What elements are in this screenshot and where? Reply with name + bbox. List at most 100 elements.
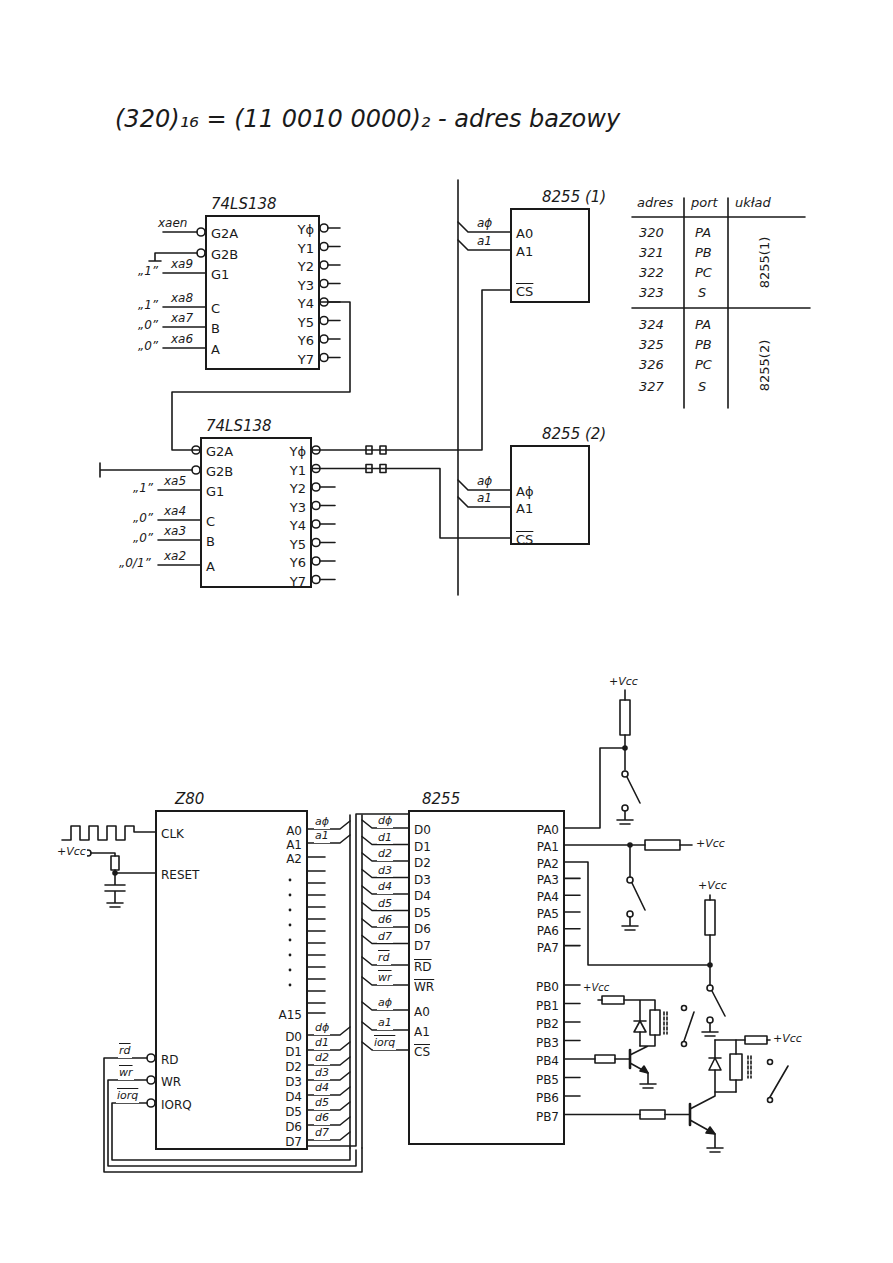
pin-name: G2A (206, 445, 233, 459)
wire-label: d1 (314, 1037, 330, 1050)
pin-name: G1 (211, 268, 229, 282)
wire-label: d4 (314, 1082, 330, 1095)
wire-label: aϕ (314, 816, 330, 829)
chip-name: 8255 (422, 790, 460, 808)
wire-label: „0/1” (118, 557, 152, 571)
wire-label: d7 (377, 931, 393, 944)
wire-label: a1 (314, 830, 330, 843)
pin-name: PB0 (536, 980, 559, 994)
wire-label: „0” (137, 319, 159, 333)
pin-name: CS (516, 533, 533, 547)
wire-label: „0” (137, 340, 159, 354)
wire-label: 323 (638, 286, 665, 301)
pin-name: PA1 (537, 840, 559, 854)
pin-name: D4 (414, 889, 431, 903)
pin-name: Y3 (290, 501, 306, 515)
pin-name: D1 (414, 840, 431, 854)
pin-name: A0 (414, 1005, 430, 1019)
pin-name: A0 (516, 227, 533, 241)
pin-name: PB5 (536, 1073, 559, 1087)
pin-name: PA0 (537, 823, 559, 837)
chip-name: Z80 (175, 790, 204, 808)
wire-label: +Vcc (772, 1033, 803, 1046)
wire-label: xa6 (170, 333, 194, 347)
wire-label: iorq (373, 1037, 396, 1050)
wire-label: xa3 (163, 525, 187, 539)
title-text: (320)₁₆ = (11 0010 0000)₂ - adres bazowy (115, 104, 620, 134)
pin-name: Y6 (298, 334, 314, 348)
wire-label: xa7 (170, 312, 194, 326)
decoder-chip: 74LS138G2AG2BG1CBAYϕY1Y2Y3Y4Y5Y6Y7 (200, 437, 312, 588)
pin-name: D5 (285, 1105, 302, 1119)
wire-connector (172, 302, 350, 450)
wire-label: PB (694, 338, 713, 353)
pin-name: A15 (279, 1008, 302, 1022)
pin-name: A (206, 560, 215, 574)
chip-name: 8255 (1) (542, 188, 606, 206)
wire-label: iorq (116, 1090, 139, 1103)
wire-label: aϕ (377, 997, 393, 1010)
pin-name: A1 (516, 245, 533, 259)
pin-name: D7 (414, 939, 431, 953)
wire-label: adres (636, 196, 674, 211)
wire-label: S (697, 380, 707, 395)
pin-name: Aϕ (516, 485, 533, 499)
wire-label: „0” (132, 532, 154, 546)
wire-label: 320 (638, 226, 665, 241)
pin-name: PB2 (536, 1017, 559, 1031)
pin-name: D7 (285, 1135, 302, 1149)
chip-name: 74LS138 (211, 195, 277, 213)
pin-name: CLK (161, 827, 184, 841)
ppi-chip: 8255 (1)A0A1CS (510, 208, 590, 303)
pin-name: D6 (285, 1120, 302, 1134)
wire-label: 325 (638, 338, 665, 353)
pin-name: C (211, 302, 220, 316)
pin-name: CS (516, 285, 533, 299)
pin-name: WR (414, 980, 434, 994)
ppi-chip: 8255D0D1D2D3D4D5D6D7RDWRA0A1CSPA0PA1PA2P… (408, 810, 565, 1145)
pin-name: A2 (286, 852, 302, 866)
wire-label: +Vcc (582, 982, 610, 994)
wire-label: +Vcc (695, 838, 726, 851)
pin-name: A1 (414, 1025, 430, 1039)
pin-name: RESET (161, 868, 199, 882)
wire-label: +Vcc (56, 846, 87, 859)
pin-name: CS (414, 1045, 430, 1059)
wire-label: dϕ (314, 1022, 330, 1035)
pin-name: G1 (206, 485, 224, 499)
wire-label: wr (118, 1067, 134, 1080)
pin-name: A (211, 343, 220, 357)
pin-name: C (206, 515, 215, 529)
wire-label: d6 (377, 914, 393, 927)
pin-name: D1 (285, 1045, 302, 1059)
wire-label: 327 (638, 380, 665, 395)
pin-name: IORQ (161, 1098, 192, 1112)
wire-label: d3 (314, 1067, 330, 1080)
wire-label: d1 (377, 832, 393, 845)
wire-connector (312, 290, 510, 450)
wire-label: PC (694, 358, 713, 373)
pin-name: RD (161, 1053, 179, 1067)
wire-label: 324 (638, 318, 665, 333)
wire-label: d6 (314, 1112, 330, 1125)
pin-name: D2 (285, 1060, 302, 1074)
pin-name: G2B (211, 248, 238, 262)
pin-name: Y2 (298, 260, 314, 274)
pin-name: Y2 (290, 482, 306, 496)
pin-name: PA2 (537, 857, 559, 871)
pin-name: Y1 (298, 242, 314, 256)
pin-name: D2 (414, 856, 431, 870)
pin-name: PB4 (536, 1054, 559, 1068)
wire-label: 326 (638, 358, 665, 373)
chip-name: 8255 (2) (542, 425, 606, 443)
wire-label: „1” (132, 482, 154, 496)
pin-name: PA4 (537, 890, 559, 904)
wire-label: a1 (476, 492, 493, 506)
wire-label: xaen (157, 217, 188, 231)
pin-name: PB3 (536, 1036, 559, 1050)
pin-name: Y1 (290, 464, 306, 478)
wire-label: xa8 (170, 292, 194, 306)
pin-name: PB6 (536, 1091, 559, 1105)
